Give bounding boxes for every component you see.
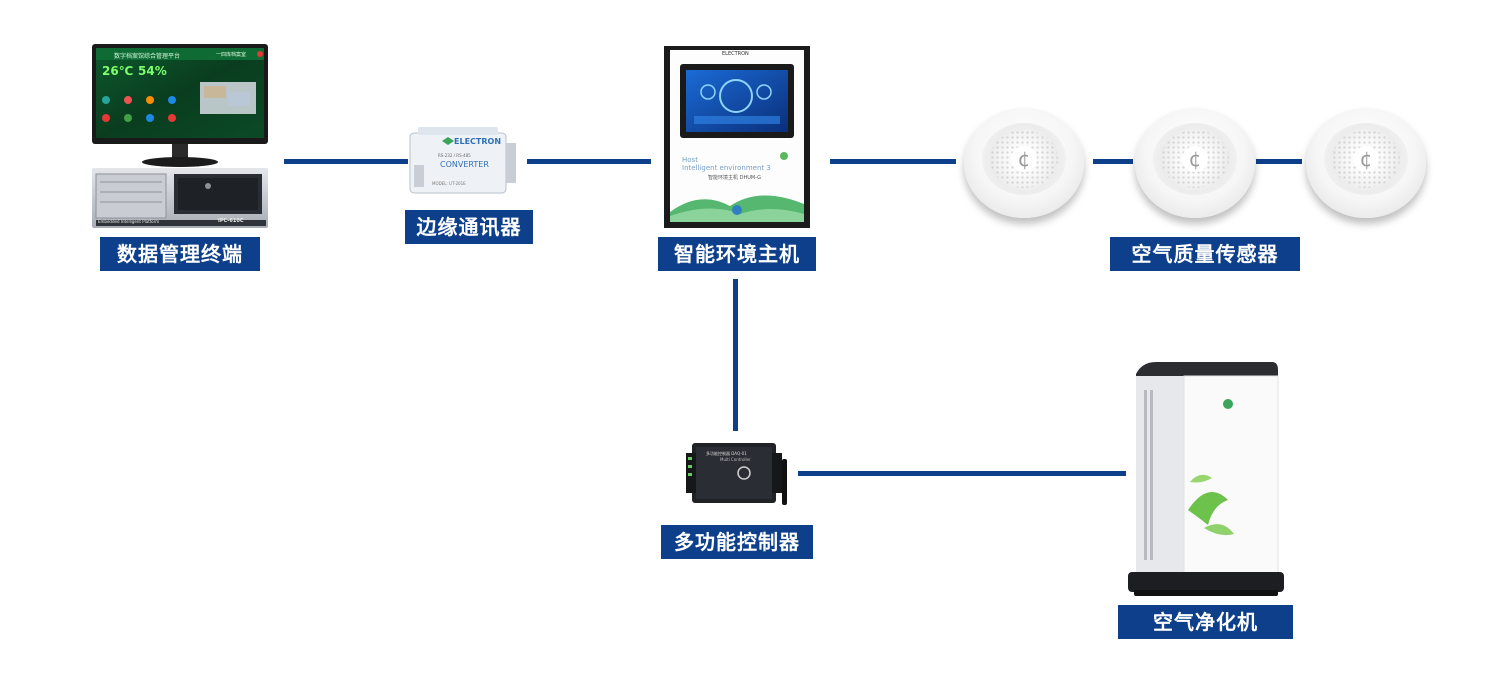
converter-model: MODEL: UT-201E [432,181,466,186]
monitor-icon [92,44,268,228]
connector-host-to-sensor [830,159,956,164]
label-air-purifier: 空气净化机 [1118,605,1293,639]
controller-sub: Multi Controller [720,457,751,462]
converter-brand: ELECTRON [454,137,502,146]
host-line3: 智能环境主机 DHUM-G [708,175,762,181]
env-host-device: ELECTRON Host Intelligent environment 3 … [664,46,810,228]
sensor-logo-icon: ¢ [1182,146,1208,172]
label-multi-controller: 多功能控制器 [661,525,813,559]
data-terminal-device: 数字档案馆综合管理平台 一四库档案室 26℃ 54% Embedded Inte… [90,42,272,230]
sensor-logo-icon: ¢ [1353,146,1379,172]
connector-sensor-2-to-3 [1256,159,1302,164]
converter-icon [409,127,516,194]
air-purifier-device [1128,360,1284,596]
label-air-sensor: 空气质量传感器 [1110,237,1300,271]
monitor-humidity: 54% [138,64,167,78]
server-brand-text: Embedded Intelligent Platform [98,219,160,224]
air-purifier-icon [1128,362,1284,596]
air-sensor-1: ¢ [964,108,1084,218]
monitor-header-right-text: 一四库档案室 [216,52,247,58]
converter-sub: RS-232 / RS-485 [438,153,471,158]
controller-name: 多功能控制器 DAQ-01 [706,451,747,456]
connector-controller-to-purifier [798,471,1126,476]
host-line2: Intelligent environment 3 [682,164,771,172]
host-panel-icon [664,46,810,228]
host-brand: ELECTRON [722,51,749,57]
host-line1: Host [682,156,698,164]
converter-name: CONVERTER [440,160,489,169]
connector-terminal-to-communicator [284,159,408,164]
air-sensor-3: ¢ [1306,108,1426,218]
monitor-temperature: 26℃ [102,64,134,78]
monitor-header-text: 数字档案馆综合管理平台 [114,53,181,60]
connector-communicator-to-host [527,159,651,164]
label-edge-communicator: 边缘通讯器 [405,210,533,244]
label-data-terminal: 数据管理终端 [100,237,260,271]
label-env-host: 智能环境主机 [658,237,816,271]
air-sensor-2: ¢ [1135,108,1255,218]
edge-communicator-device: ELECTRON RS-232 / RS-485 CONVERTER MODEL… [408,125,518,197]
connector-sensor-1-to-2 [1093,159,1133,164]
sensor-logo-icon: ¢ [1011,146,1037,172]
server-model-text: IPC-610C [218,218,244,224]
controller-icon [686,443,787,505]
connector-host-to-controller [733,279,738,431]
multi-controller-device: 多功能控制器 DAQ-01 Multi Controller [686,437,796,511]
